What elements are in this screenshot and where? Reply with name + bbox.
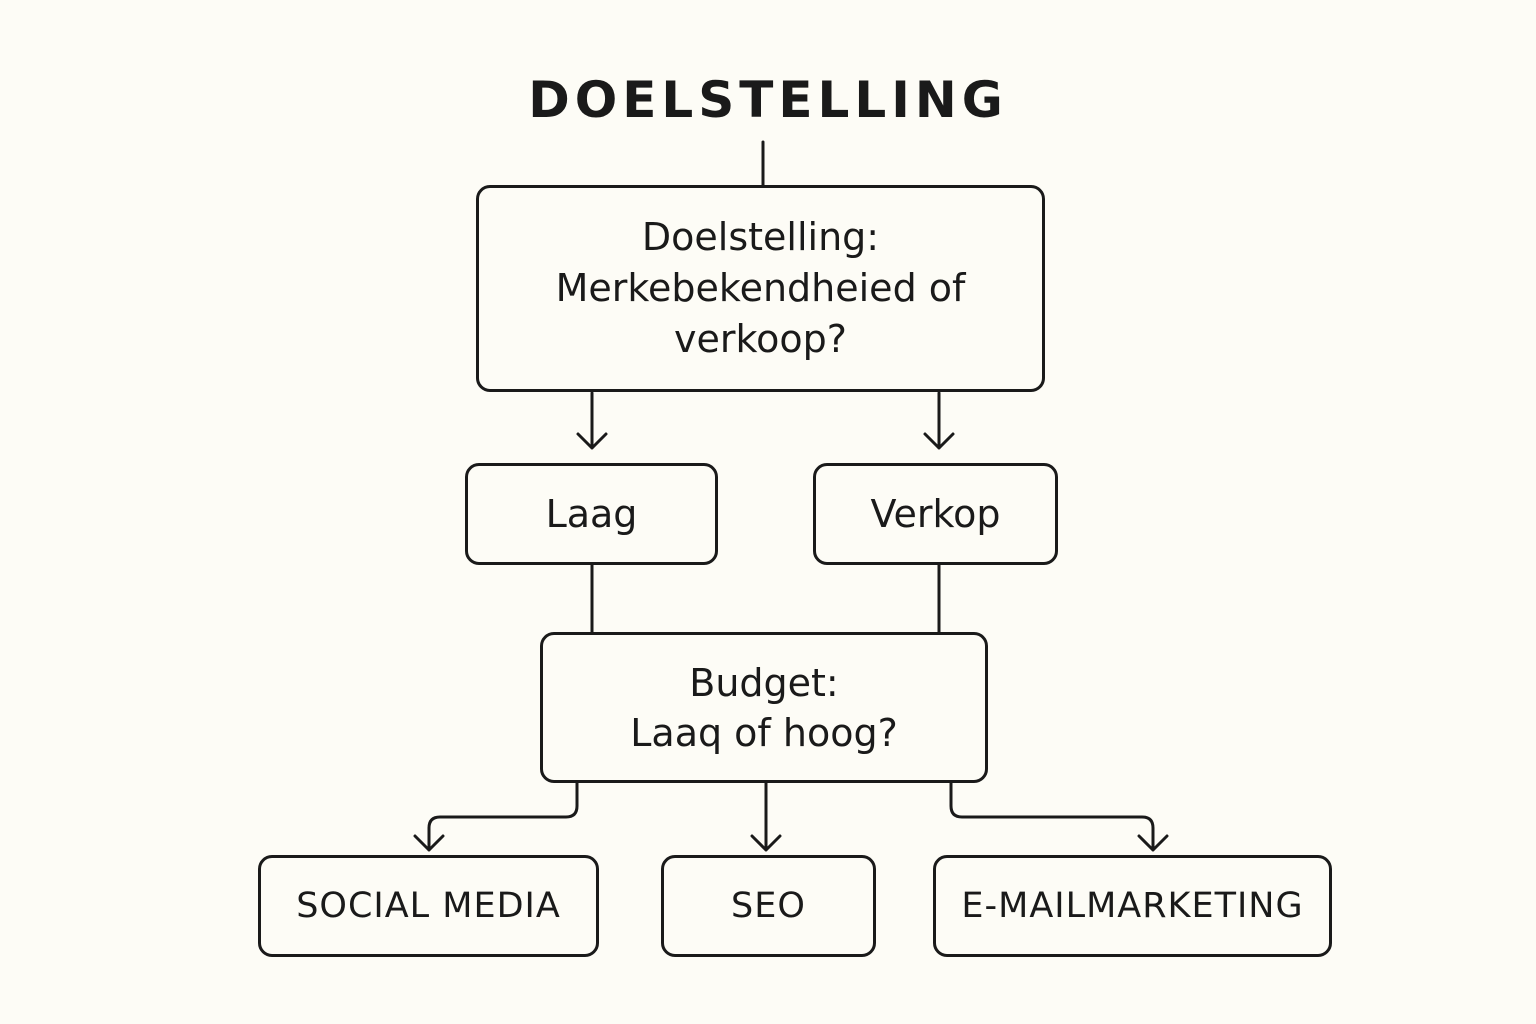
option-sale-label: Verkop	[870, 492, 1001, 536]
goal-question-line1: Doelstelling:	[641, 215, 880, 259]
option-low-label: Laag	[545, 492, 638, 536]
option-low-box: Laag	[465, 463, 718, 565]
channel-seo-box: SEO	[661, 855, 876, 957]
budget-question-box: Budget: Laaq of hoog?	[540, 632, 988, 783]
arrow-goal-to-sale	[923, 391, 955, 450]
channel-social-media-box: SOCIAL MEDIA	[258, 855, 599, 957]
arrow-budget-to-social	[413, 781, 579, 852]
budget-question-line2: Laaq of hoog?	[630, 710, 898, 755]
diagram-title: DOELSTELLING	[528, 71, 1008, 129]
channel-social-media-label: SOCIAL MEDIA	[296, 886, 561, 926]
arrow-budget-to-email	[949, 781, 1169, 852]
goal-question-line2: Merkebekendheied of	[555, 266, 966, 310]
channel-email-marketing-label: E-MAILMARKETING	[961, 886, 1304, 926]
channel-seo-label: SEO	[731, 886, 806, 926]
arrow-goal-to-low	[576, 391, 608, 450]
arrow-budget-to-seo	[750, 781, 782, 852]
goal-question-line3: verkoop?	[674, 317, 847, 361]
goal-question-box: Doelstelling: Merkebekendheied of verkoo…	[476, 185, 1045, 392]
option-sale-box: Verkop	[813, 463, 1058, 565]
channel-email-marketing-box: E-MAILMARKETING	[933, 855, 1332, 957]
budget-question-line1: Budget:	[689, 660, 839, 705]
